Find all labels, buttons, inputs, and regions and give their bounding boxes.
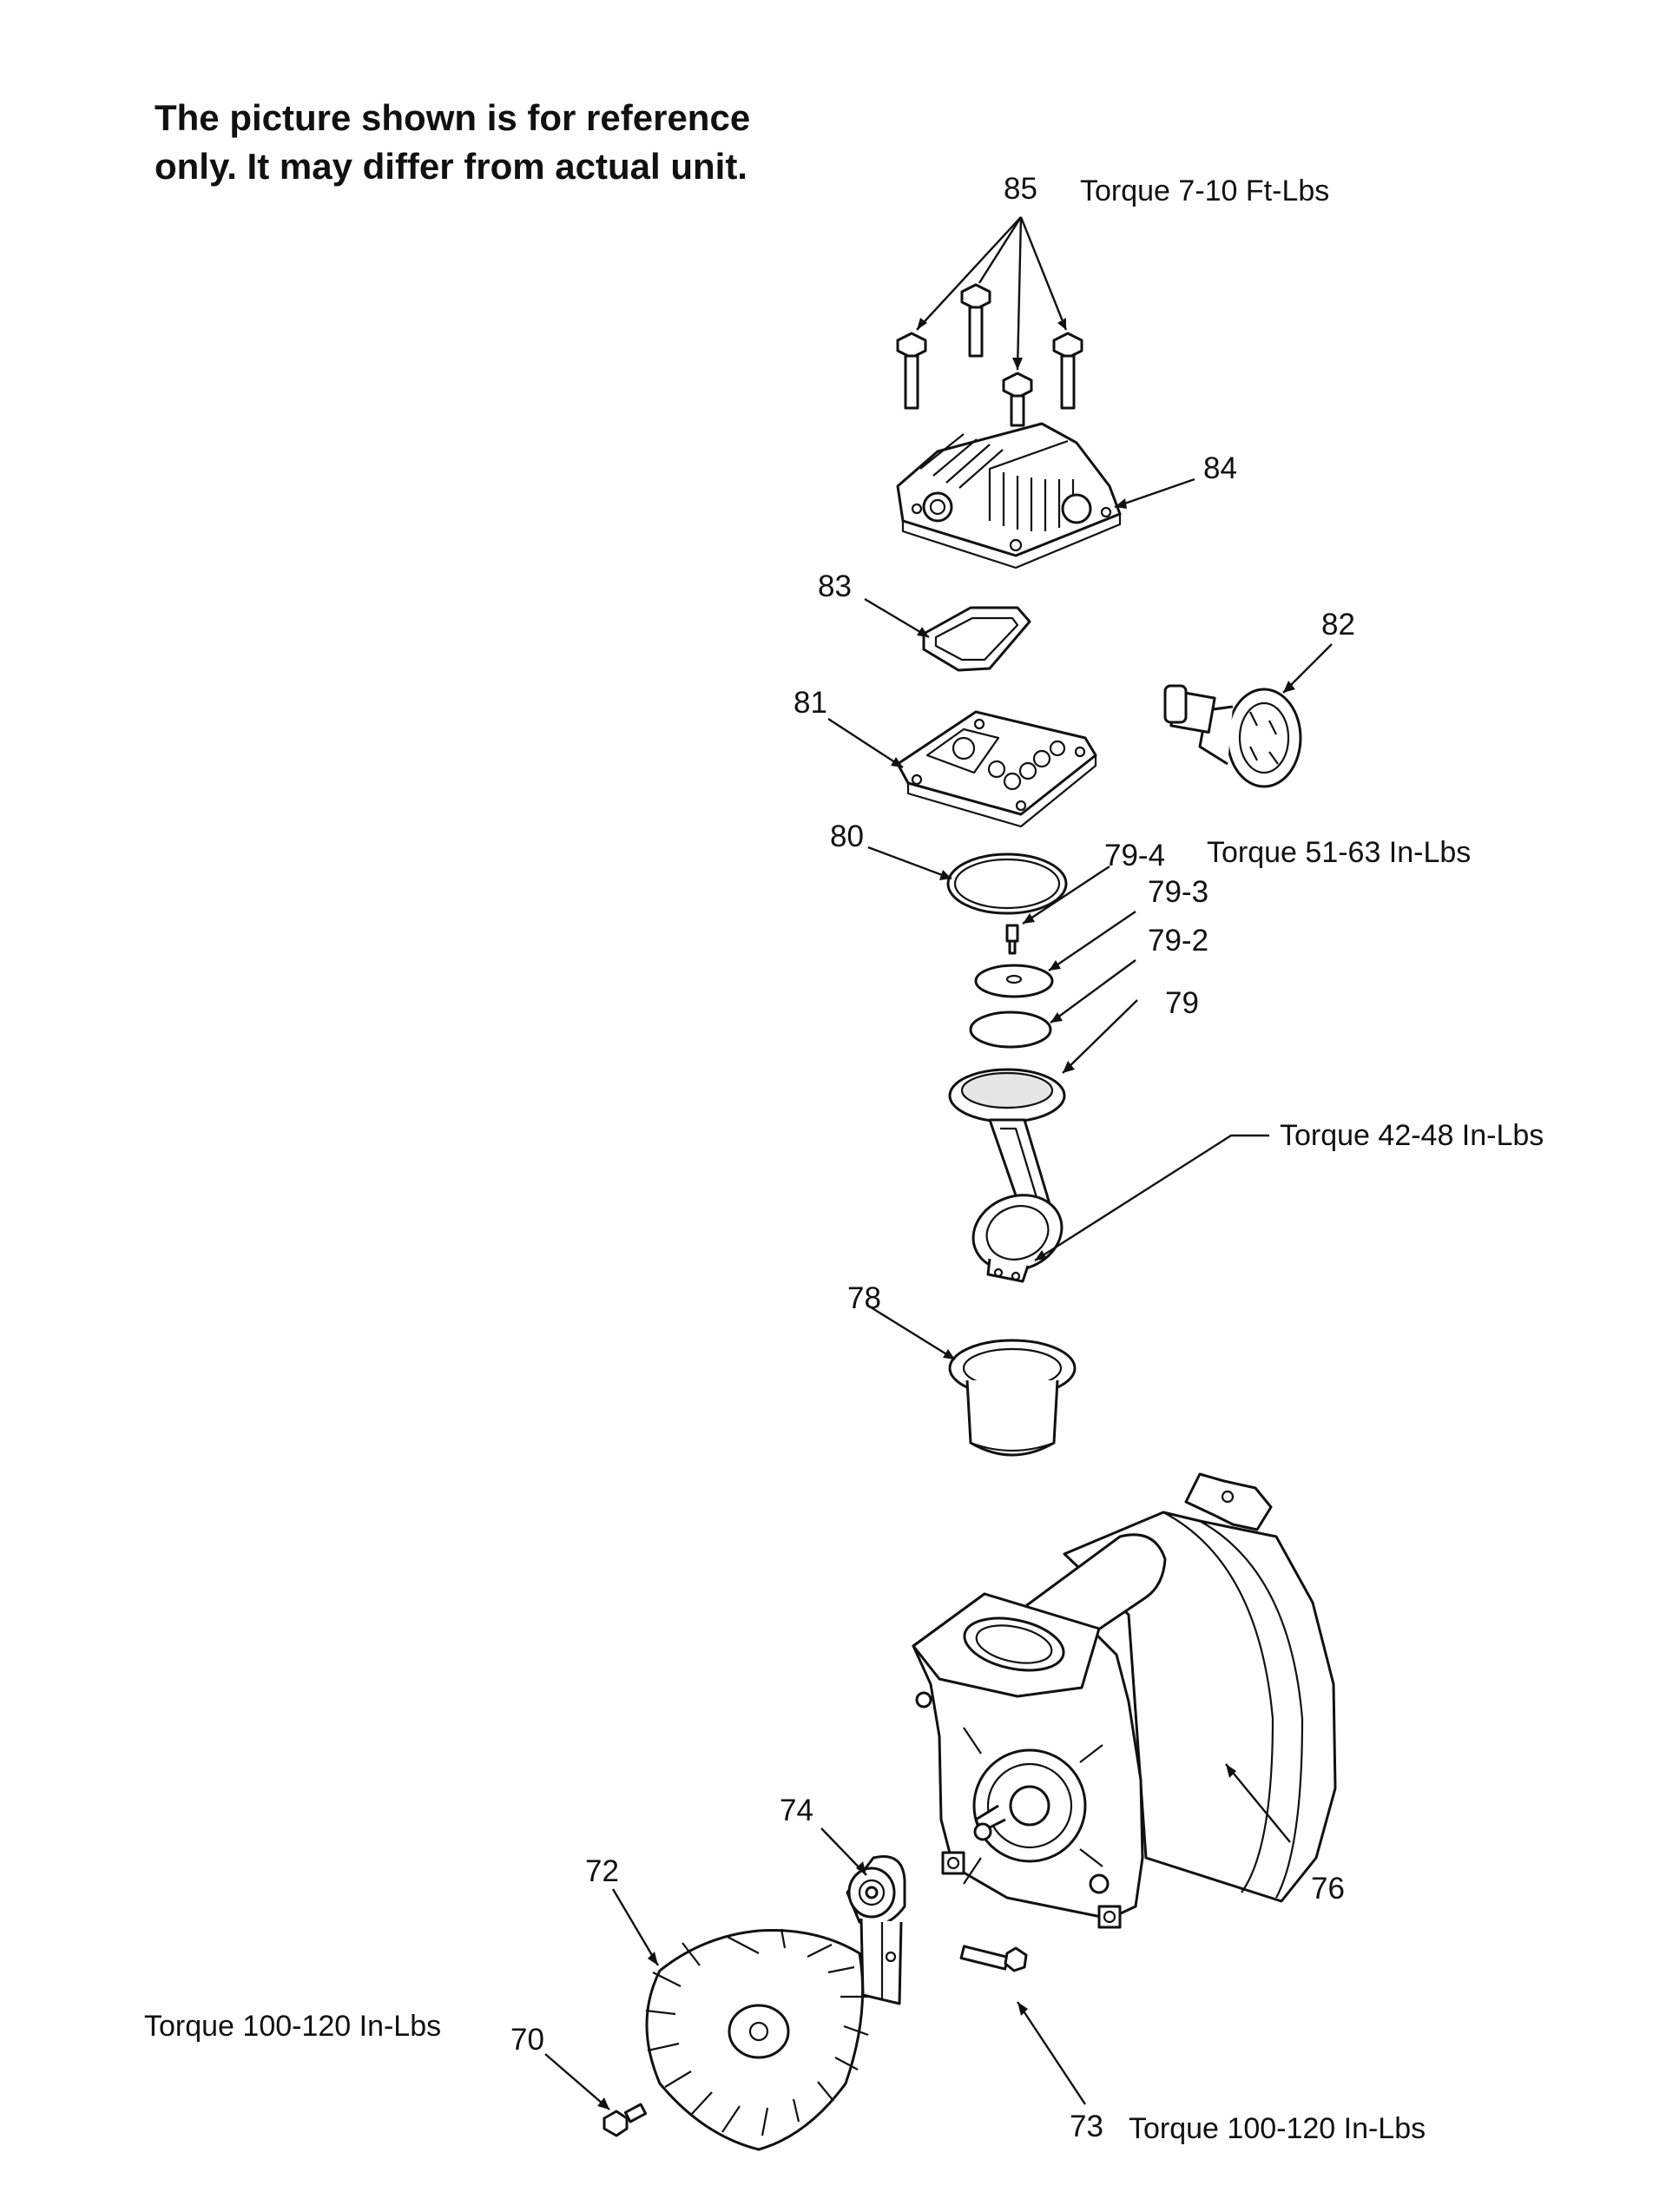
part-84-cylinder-head (896, 422, 1122, 569)
label-76: 76 (1311, 1872, 1345, 1906)
bolt-85-front (1002, 372, 1033, 427)
part-83-head-gasket (922, 606, 1031, 672)
part-73-bolt (959, 1945, 1028, 1972)
label-79: 79 (1165, 986, 1199, 1020)
label-70: 70 (510, 2023, 544, 2057)
torque-label-85: Torque 7-10 Ft-Lbs (1080, 174, 1330, 207)
part-82-valve-assembly (1163, 684, 1302, 788)
torque-label-79-4: Torque 51-63 In-Lbs (1207, 836, 1472, 869)
part-70-bolt (603, 2103, 648, 2137)
part-81-valve-plate (896, 710, 1097, 828)
label-81: 81 (794, 686, 827, 720)
reference-note: The picture shown is for reference only.… (155, 97, 751, 187)
label-78: 78 (847, 1281, 881, 1315)
label-79-3: 79-3 (1148, 875, 1209, 909)
torque-label-79: Torque 42-48 In-Lbs (1280, 1119, 1544, 1152)
label-85: 85 (1004, 172, 1037, 206)
label-82: 82 (1321, 608, 1355, 642)
label-80: 80 (830, 820, 864, 853)
bolt-85-left (896, 332, 927, 410)
bolt-85-back (960, 283, 991, 358)
label-79-4: 79-4 (1104, 839, 1166, 872)
torque-label-73: Torque 100-120 In-Lbs (1129, 2112, 1426, 2145)
label-74: 74 (780, 1794, 813, 1827)
label-73: 73 (1070, 2110, 1103, 2143)
bolt-85-right (1052, 332, 1083, 410)
label-72: 72 (585, 1854, 619, 1888)
part-79-connecting-rod (948, 1068, 1066, 1283)
part-74-crank-assembly (846, 1855, 906, 2005)
label-84: 84 (1203, 451, 1237, 485)
label-79-2: 79-2 (1148, 924, 1209, 958)
part-85-bolts (896, 283, 1083, 427)
part-76-crankcase-motor (912, 1472, 1337, 1929)
part-79-4-screw (1005, 924, 1019, 955)
part-80-o-ring (946, 853, 1068, 915)
part-72-fan (645, 1928, 869, 2151)
part-79-2-cup (969, 1011, 1052, 1049)
torque-label-70: Torque 100-120 In-Lbs (144, 2010, 442, 2043)
part-78-cylinder-sleeve (948, 1339, 1077, 1457)
label-83: 83 (818, 569, 852, 603)
part-79-3-retainer (974, 964, 1054, 998)
